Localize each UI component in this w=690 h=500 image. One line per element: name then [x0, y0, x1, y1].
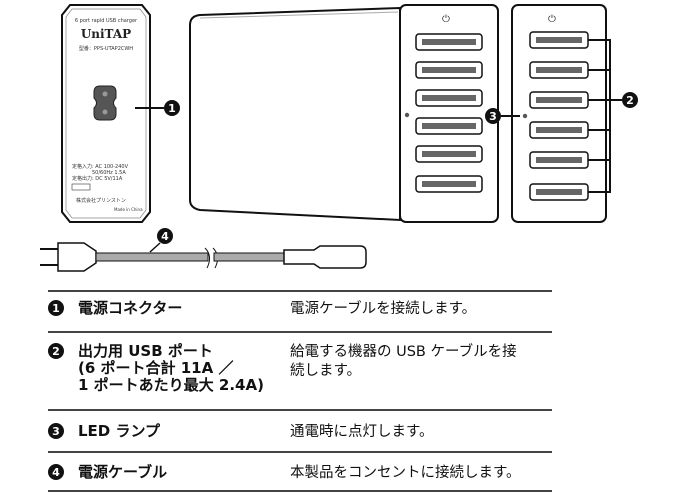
svg-text:⏻: ⏻ [548, 14, 556, 25]
product-diagram: 6 port rapid USB charger UniTAP 型番：PPS-U… [40, 4, 638, 272]
table-row: 1 電源コネクター 電源ケーブルを接続します。 [48, 290, 552, 331]
usb-port-tongue [422, 39, 476, 45]
part-name: 電源コネクター [78, 299, 183, 317]
part-description: 電源ケーブルを接続します。 [290, 301, 477, 317]
rated-input-freq: 50/60Hz 1.5A [92, 170, 126, 176]
usb-port-tongue [422, 67, 476, 73]
rated-input: 定格入力: AC 100-240V [72, 163, 129, 170]
table-row: 3 LED ランプ 通電時に点灯します。 [48, 409, 552, 451]
device-subtitle: 6 port rapid USB charger [75, 18, 138, 24]
maker-name: 株式会社プリンストン [76, 197, 126, 204]
row-number: 4 [48, 464, 64, 480]
origin: Made in China [114, 207, 143, 212]
usb-port-tongue [536, 189, 582, 195]
led-lamp [522, 113, 528, 119]
usb-port-tongue [536, 127, 582, 133]
usb-port-tongue [422, 95, 476, 101]
power-cable: 4 [40, 228, 367, 272]
part-description: 本製品をコンセントに接続します。 [290, 465, 521, 481]
callout-2: 2 [626, 94, 634, 107]
part-name: LED ランプ [78, 422, 161, 440]
part-description: 給電する機器の USB ケーブルを接続します。 [290, 344, 517, 379]
power-connector [93, 85, 117, 121]
part-name: 電源ケーブル [78, 463, 168, 481]
brand-logo: UniTAP [81, 27, 131, 41]
usb-port-tongue [536, 67, 582, 73]
table-row: 2 出力用 USB ポート (6 ポート合計 11A ／ 1 ポートあたり最大 … [48, 331, 552, 409]
usb-port-tongue [536, 37, 582, 43]
row-number: 2 [48, 343, 64, 359]
back-panel: 6 port rapid USB charger UniTAP 型番：PPS-U… [61, 4, 180, 223]
svg-text:⏻: ⏻ [442, 14, 450, 25]
usb-port-tongue [536, 97, 582, 103]
table-row: 4 電源ケーブル 本製品をコンセントに接続します。 [48, 451, 552, 492]
usb-port-tongue [422, 123, 476, 129]
callout-1: 1 [168, 102, 176, 115]
rated-output: 定格出力: DC 5V/11A [72, 175, 123, 182]
row-number: 3 [48, 423, 64, 439]
part-name: 出力用 USB ポート (6 ポート合計 11A ／ 1 ポートあたり最大 2.… [78, 342, 264, 394]
model-number: 型番：PPS-UTAP2CWH [79, 45, 133, 52]
callout-3: 3 [489, 110, 497, 123]
parts-table: 1 電源コネクター 電源ケーブルを接続します。 2 出力用 USB ポート (6… [48, 290, 552, 492]
row-number: 1 [48, 300, 64, 316]
usb-port-tongue [536, 157, 582, 163]
usb-port-tongue [422, 151, 476, 157]
part-description: 通電時に点灯します。 [290, 424, 434, 440]
usb-port-tongue [422, 181, 476, 187]
callout-4: 4 [161, 230, 169, 243]
